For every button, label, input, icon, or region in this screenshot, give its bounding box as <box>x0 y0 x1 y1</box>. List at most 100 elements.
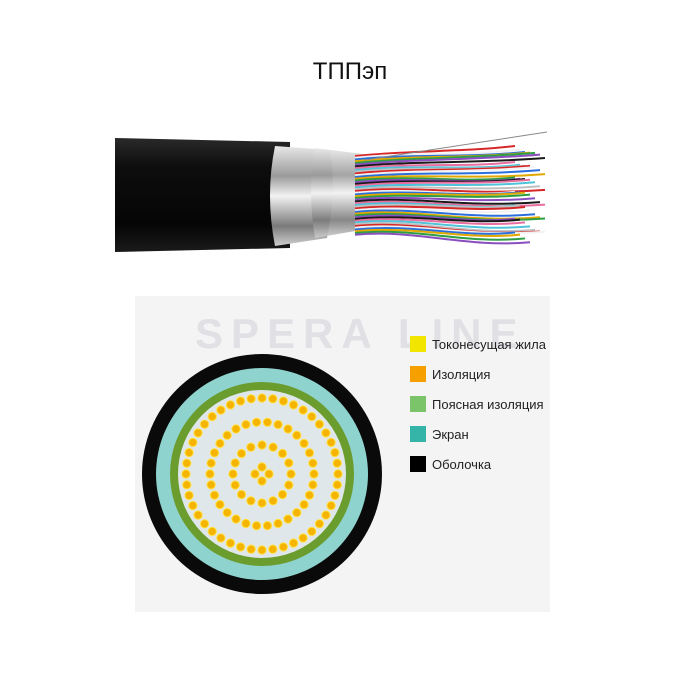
conductor <box>278 396 289 406</box>
cable-jacket <box>115 138 290 252</box>
wire-strand <box>354 225 546 235</box>
conductor <box>184 490 194 501</box>
conductor <box>181 469 191 479</box>
conductor <box>308 458 318 468</box>
wire-strand <box>354 163 521 171</box>
conductor <box>206 480 216 490</box>
conductor <box>216 533 226 543</box>
conductor <box>236 489 247 500</box>
conductor <box>246 496 256 506</box>
wire-strand <box>354 145 516 157</box>
conductor <box>241 518 251 529</box>
cable-wire-bundle <box>354 145 546 245</box>
legend-item-jacket: Оболочка <box>410 456 546 472</box>
wire-strand <box>354 148 521 159</box>
conductor <box>246 442 256 452</box>
conductor <box>326 437 336 448</box>
conductor <box>326 500 336 511</box>
conductor <box>188 437 198 448</box>
conductor <box>225 400 236 410</box>
legend-label: Изоляция <box>432 366 491 382</box>
conductor <box>273 419 283 430</box>
legend-label: Поясная изоляция <box>432 396 544 412</box>
wire-strand <box>354 191 526 198</box>
conductor <box>231 514 241 524</box>
conductor <box>333 469 343 479</box>
legend-swatch <box>410 336 426 352</box>
conductor <box>235 542 246 552</box>
conductor <box>188 500 198 511</box>
conductor <box>273 518 283 529</box>
conductor <box>268 544 278 554</box>
legend-item-conductor: Токонесущая жила <box>410 336 546 352</box>
wire-strand <box>354 230 526 241</box>
conductor <box>278 542 289 552</box>
conductor <box>309 469 319 479</box>
wire-strand <box>354 205 526 210</box>
conductor <box>231 424 241 434</box>
wire-strand <box>354 232 531 245</box>
conductor <box>304 448 315 458</box>
conductor <box>207 411 217 422</box>
conductor <box>332 480 342 490</box>
conductor <box>308 480 318 490</box>
conductor <box>262 521 273 531</box>
cable-foil-screen <box>270 146 367 246</box>
conductor <box>199 419 210 429</box>
wire-strand <box>354 176 516 182</box>
conductor <box>330 490 340 501</box>
conductor <box>182 458 192 468</box>
conductor <box>236 448 247 459</box>
wire-strand <box>354 153 541 166</box>
wire-strand <box>354 193 531 199</box>
cable-messenger-wire <box>364 131 548 161</box>
conductor <box>184 447 194 458</box>
wire-strand <box>354 214 516 222</box>
conductor <box>298 533 308 543</box>
wire-strand <box>354 220 531 229</box>
wire-strand <box>354 181 536 189</box>
conductor <box>288 400 299 410</box>
conductor <box>228 469 238 479</box>
conductor <box>298 405 308 415</box>
conductor <box>277 489 288 500</box>
wire-strand <box>354 203 521 209</box>
legend-swatch <box>410 396 426 412</box>
cable-photo <box>115 131 548 252</box>
conductor <box>304 490 315 500</box>
conductor <box>284 458 294 468</box>
conductor <box>257 440 267 450</box>
wire-strand <box>354 161 516 170</box>
conductor <box>268 496 278 506</box>
conductor <box>321 510 331 520</box>
conductor <box>268 394 278 404</box>
conductor <box>292 430 302 441</box>
wire-strand <box>354 157 546 168</box>
legend-item-belt-insulation: Поясная изоляция <box>410 396 546 412</box>
conductor <box>330 447 340 458</box>
legend-swatch <box>410 366 426 382</box>
conductor <box>299 438 309 449</box>
wire-strand <box>354 164 531 175</box>
page-title: ТППэп <box>312 58 388 85</box>
legend-label: Оболочка <box>432 456 492 472</box>
conductor <box>288 538 299 548</box>
conductor <box>235 396 246 406</box>
wire-strand <box>354 188 546 193</box>
conductor <box>264 469 274 479</box>
conductor <box>257 545 267 555</box>
legend-label: Токонесущая жила <box>432 336 546 352</box>
conductor <box>314 519 325 529</box>
conductor <box>215 438 225 449</box>
wire-strand <box>354 151 536 164</box>
cable-cross-section <box>142 354 382 594</box>
conductor <box>225 538 236 548</box>
wire-strand <box>354 216 521 223</box>
conductor <box>262 417 273 427</box>
conductor-group <box>181 393 343 555</box>
conductor <box>286 469 296 479</box>
conductor <box>205 469 215 479</box>
conductor <box>246 394 256 404</box>
conductor <box>321 428 331 438</box>
wire-strand <box>354 196 536 202</box>
